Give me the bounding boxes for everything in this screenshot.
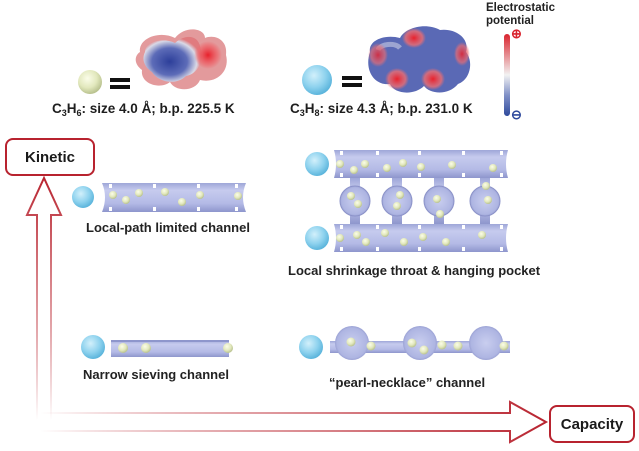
capacity-label: Capacity xyxy=(560,415,624,433)
propylene-formula: C3H6: size 4.0 Å; b.p. 225.5 K xyxy=(52,101,235,118)
propane-formula: C3H8: size 4.3 Å; b.p. 231.0 K xyxy=(290,101,473,118)
propane-sphere xyxy=(302,65,332,95)
channel-label-narrow: Narrow sieving channel xyxy=(83,367,229,382)
negative-charge-icon: ⊖ xyxy=(511,107,522,122)
positive-charge-icon: ⊕ xyxy=(511,26,522,41)
local-path-channel xyxy=(72,183,246,212)
kinetic-label: Kinetic xyxy=(24,148,75,166)
propane-esp-surface xyxy=(368,26,471,93)
kinetic-label-box: Kinetic xyxy=(5,138,95,176)
shrinkage-pocket-channel xyxy=(305,150,508,252)
capacity-axis-arrow xyxy=(40,400,549,444)
propylene-sphere xyxy=(78,70,102,94)
esp-color-bar xyxy=(504,34,510,116)
equals-icon xyxy=(110,78,130,89)
propylene-esp-surface xyxy=(135,29,227,90)
equals-icon xyxy=(342,76,362,87)
narrow-sieving-channel xyxy=(81,335,233,359)
channel-label-local-path: Local-path limited channel xyxy=(86,220,250,235)
channel-label-shrinkage: Local shrinkage throat & hanging pocket xyxy=(288,263,541,278)
capacity-label-box: Capacity xyxy=(549,405,635,443)
kinetic-axis-arrow xyxy=(25,175,63,420)
pearl-necklace-channel xyxy=(299,326,510,360)
esp-legend-title: Electrostatic potential xyxy=(486,2,556,27)
channel-label-pearl: “pearl-necklace” channel xyxy=(329,375,486,390)
